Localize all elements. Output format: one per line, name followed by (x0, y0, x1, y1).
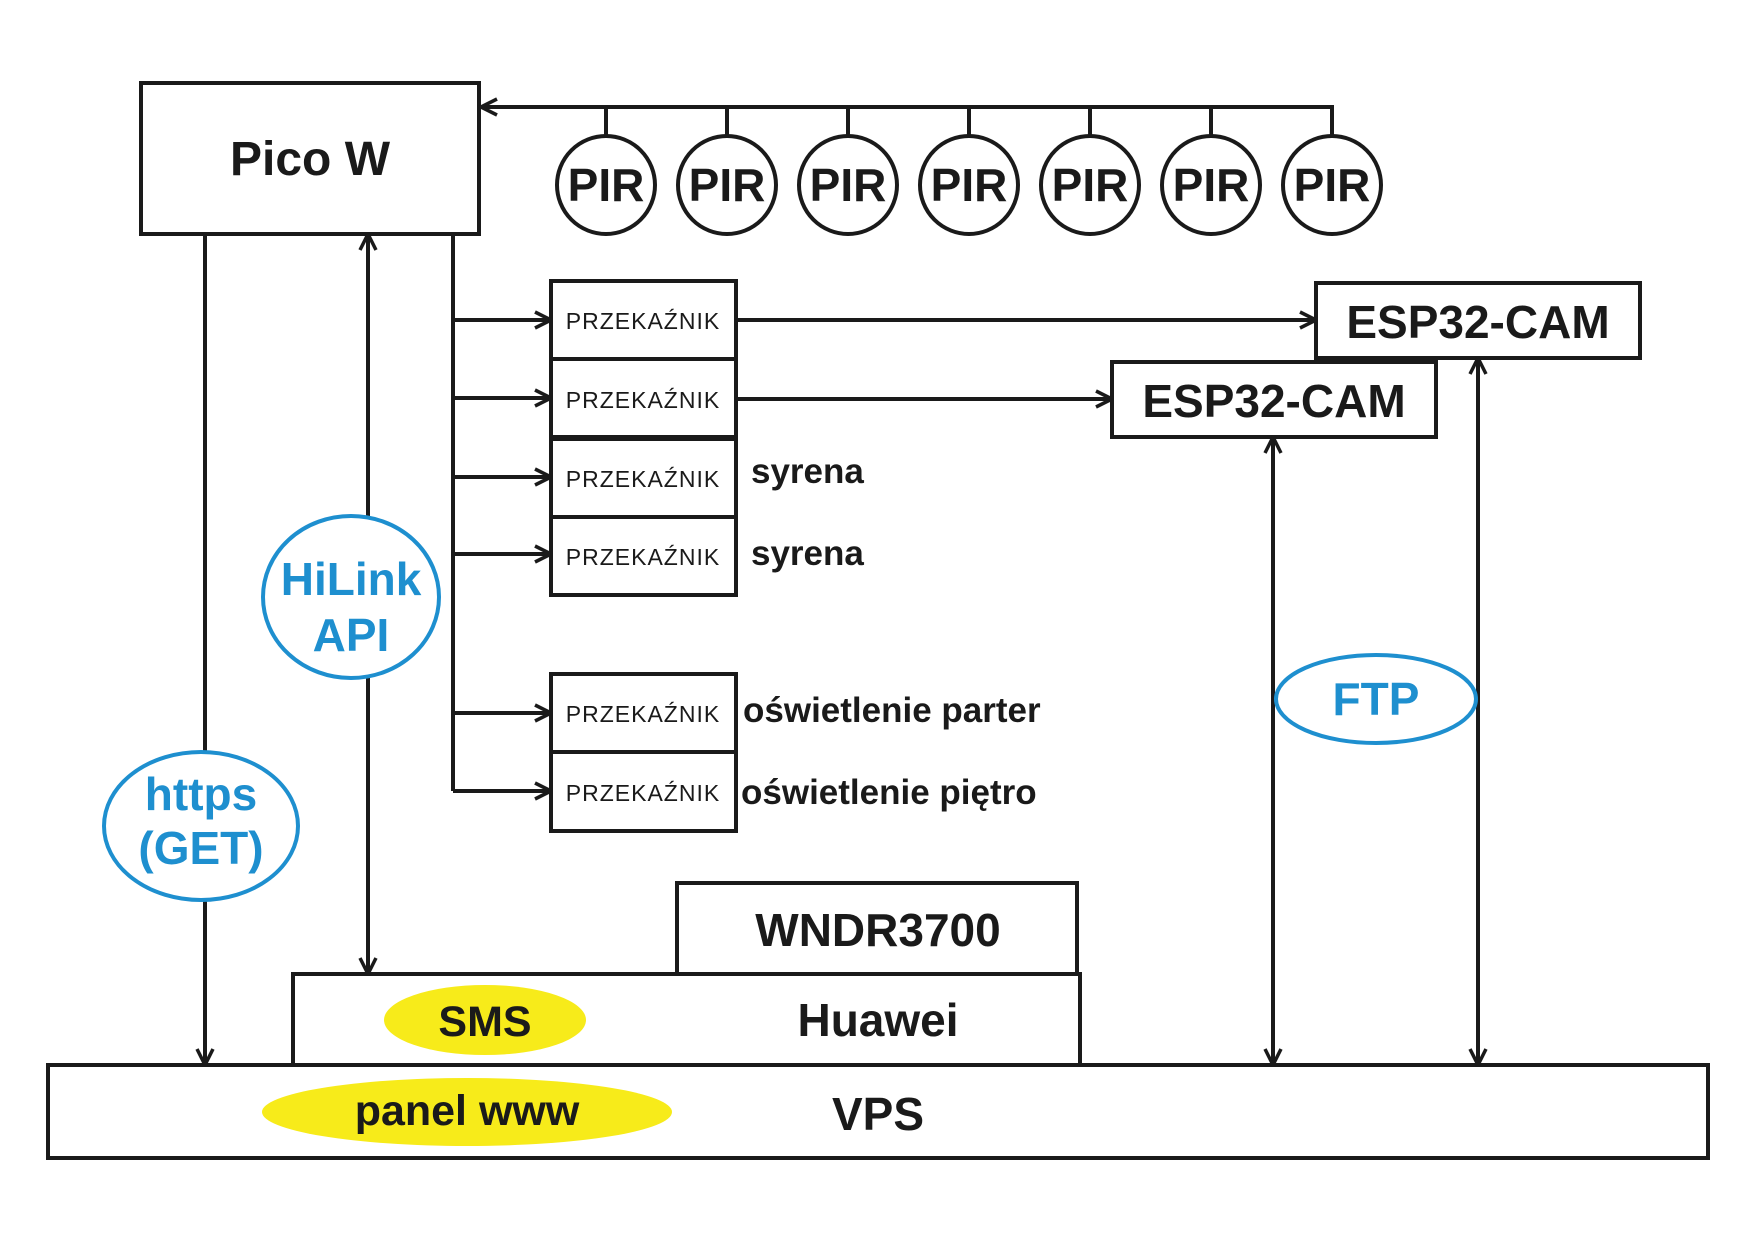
pir-sensor-6 (1160, 134, 1262, 236)
huawei-box (291, 972, 1082, 1067)
relay-box-6 (549, 750, 738, 833)
esp32-cam-label-2: ESP32-CAM (1142, 375, 1405, 427)
pir-label: PIR (931, 159, 1008, 211)
pir-label: PIR (1052, 159, 1129, 211)
sms-label: SMS (438, 998, 531, 1046)
ftp-bubble (1274, 653, 1478, 745)
esp32-cam-label-1: ESP32-CAM (1346, 296, 1609, 348)
output-siren-1: syrena (751, 452, 864, 491)
relay-box-4 (549, 515, 738, 597)
relay-label: PRZEKAŹNIK (566, 780, 720, 806)
relay-label: PRZEKAŹNIK (566, 544, 720, 570)
https-get-bubble (102, 750, 300, 902)
esp32-cam-box-1 (1314, 281, 1642, 360)
hilink-api-bubble (261, 514, 441, 680)
pir-sensor-2 (676, 134, 778, 236)
output-light-ground: oświetlenie parter (743, 691, 1041, 730)
https-label: https (145, 768, 257, 820)
huawei-label: Huawei (797, 994, 958, 1046)
pir-label: PIR (568, 159, 645, 211)
pir-sensor-4 (918, 134, 1020, 236)
wndr3700-label: WNDR3700 (755, 904, 1000, 956)
output-siren-2: syrena (751, 534, 864, 573)
pir-label: PIR (1173, 159, 1250, 211)
relay-label: PRZEKAŹNIK (566, 466, 720, 492)
pir-sensor-3 (797, 134, 899, 236)
get-label: (GET) (138, 822, 263, 874)
api-label: API (313, 609, 390, 661)
ftp-label: FTP (1333, 673, 1420, 725)
sms-highlight (384, 985, 586, 1055)
panel-highlight (262, 1078, 672, 1146)
pir-label: PIR (810, 159, 887, 211)
relay-label: PRZEKAŹNIK (566, 308, 720, 334)
output-light-floor: oświetlenie piętro (741, 773, 1037, 812)
panel-label: panel www (355, 1087, 580, 1135)
relay-box-5 (549, 672, 738, 754)
pir-sensor-5 (1039, 134, 1141, 236)
relay-box-3 (549, 437, 738, 519)
pico-w-box (139, 81, 481, 236)
pir-sensor-7 (1281, 134, 1383, 236)
esp32-cam-box-2 (1110, 360, 1438, 439)
relay-label: PRZEKAŹNIK (566, 701, 720, 727)
pico-w-label: Pico W (230, 133, 391, 186)
pir-sensor-group: PIR PIR PIR PIR PIR PIR PIR (555, 107, 1383, 236)
pir-label: PIR (1294, 159, 1371, 211)
pir-label: PIR (689, 159, 766, 211)
relay-box-2 (549, 357, 738, 439)
hilink-label: HiLink (281, 553, 422, 605)
relay-label: PRZEKAŹNIK (566, 387, 720, 413)
pir-sensor-1 (555, 134, 657, 236)
vps-label: VPS (832, 1088, 924, 1140)
